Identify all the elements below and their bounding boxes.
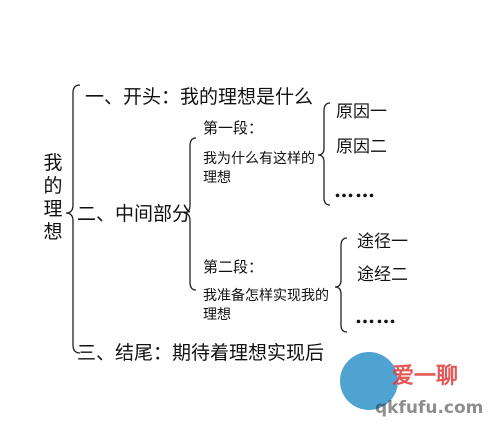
watermark-url: qkfufu.com xyxy=(375,398,484,418)
para1-leaf-3: …… xyxy=(334,178,376,202)
para2-leaf-1: 途径一 xyxy=(357,232,408,252)
section-opening: 一、开头：我的理想是什么 xyxy=(85,86,314,108)
middle-brace xyxy=(183,137,197,291)
para2-leaf-3: …… xyxy=(355,304,397,328)
para1-leaf-1: 原因一 xyxy=(336,102,387,122)
paragraph2-desc: 我准备怎样实现我的理想 xyxy=(203,288,329,323)
section-ending: 三、结尾：期待着理想实现后 xyxy=(77,342,325,364)
paragraph2-title: 第二段： xyxy=(203,258,264,276)
root-topic: 我的理想 xyxy=(43,152,63,243)
watermark-name: 爱一聊 xyxy=(392,364,459,389)
watermark-logo-icon xyxy=(340,352,398,410)
paragraph1-title: 第一段： xyxy=(203,119,264,137)
paragraph1-desc: 我为什么有这样的理想 xyxy=(203,151,315,186)
para2-leaf-2: 途经二 xyxy=(357,265,408,285)
section-middle: 二、中间部分 xyxy=(77,203,192,225)
para1-brace xyxy=(317,102,331,206)
main-brace xyxy=(65,84,81,354)
para2-brace xyxy=(334,237,348,333)
para1-leaf-2: 原因二 xyxy=(336,137,387,157)
